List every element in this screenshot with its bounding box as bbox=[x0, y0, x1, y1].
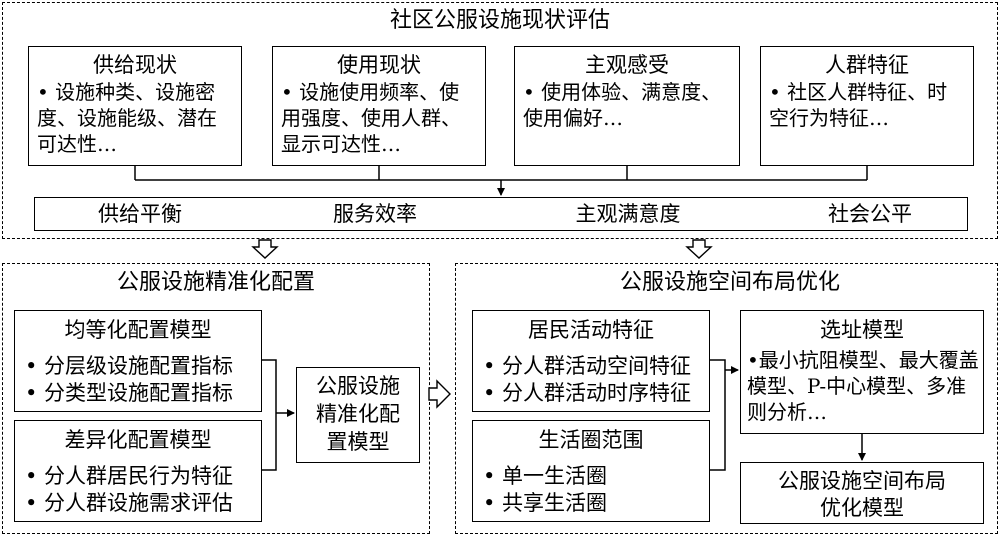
card-usage: 使用现状 • 设施使用频率、使用强度、使用人群、显示可达性… bbox=[272, 46, 486, 166]
card-population-title: 人群特征 bbox=[825, 53, 909, 77]
card-perception-body: • 使用体验、满意度、使用偏好… bbox=[523, 80, 722, 130]
left-merge-connector bbox=[262, 359, 295, 471]
layout-model-line-2: 优化模型 bbox=[820, 496, 904, 520]
diff-model-item-1: • 分人群居民行为特征 bbox=[25, 464, 234, 488]
diff-model-title: 差异化配置模型 bbox=[64, 428, 212, 452]
card-population-body: • 社区人群特征、时空行为特征… bbox=[769, 80, 948, 130]
precise-model-line-3: 置模型 bbox=[326, 430, 390, 454]
outcome-social-equity: 社会公平 bbox=[828, 202, 912, 226]
right-merge-connector bbox=[710, 359, 866, 471]
card-population: 人群特征 • 社区人群特征、时空行为特征… bbox=[760, 46, 974, 166]
card-supply-body: • 设施种类、设施密度、设施能级、潜在可达性… bbox=[37, 80, 217, 156]
current-assessment-title: 社区公服设施现状评估 bbox=[389, 8, 610, 33]
equal-model-title: 均等化配置模型 bbox=[64, 318, 212, 342]
site-model-box: 选址模型 •最小抗阻模型、最大覆盖模型、P-中心模型、多准则分析… bbox=[740, 310, 984, 434]
living-circle-item-1: • 单一生活圈 bbox=[483, 464, 608, 488]
activity-title: 居民活动特征 bbox=[528, 318, 654, 342]
current-assessment-panel bbox=[2, 2, 998, 239]
diff-model-item-2: • 分人群设施需求评估 bbox=[25, 491, 234, 515]
outcome-supply-balance: 供给平衡 bbox=[98, 202, 182, 226]
card-supply: 供给现状 • 设施种类、设施密度、设施能级、潜在可达性… bbox=[28, 46, 242, 166]
equal-model-box: 均等化配置模型 • 分层级设施配置指标 • 分类型设施配置指标 bbox=[14, 310, 262, 412]
card-perception-title: 主观感受 bbox=[585, 53, 669, 77]
down-arrow-left-icon bbox=[251, 239, 279, 259]
living-circle-title: 生活圈范围 bbox=[538, 428, 644, 452]
card-usage-title: 使用现状 bbox=[337, 53, 421, 77]
layout-optimization-panel bbox=[455, 263, 998, 534]
card-usage-body: • 设施使用频率、使用强度、使用人群、显示可达性… bbox=[281, 80, 461, 156]
outcome-bar bbox=[34, 197, 968, 231]
top-merge-connector bbox=[134, 166, 868, 196]
outcome-satisfaction: 主观满意度 bbox=[575, 202, 681, 226]
layout-optimization-title: 公服设施空间布局优化 bbox=[619, 270, 840, 295]
equal-model-item-1: • 分层级设施配置指标 bbox=[25, 354, 234, 378]
precise-allocation-title: 公服设施精准化配置 bbox=[116, 270, 315, 295]
living-circle-item-2: • 共享生活圈 bbox=[483, 491, 608, 515]
equal-model-item-2: • 分类型设施配置指标 bbox=[25, 381, 234, 405]
activity-item-2: • 分人群活动时序特征 bbox=[483, 381, 692, 405]
layout-model-box: 公服设施空间布局 优化模型 bbox=[740, 462, 984, 524]
right-arrow-icon bbox=[428, 379, 451, 409]
precise-model-line-2: 精准化配 bbox=[316, 402, 400, 426]
activity-box: 居民活动特征 • 分人群活动空间特征 • 分人群活动时序特征 bbox=[472, 310, 710, 412]
outcome-service-efficiency: 服务效率 bbox=[333, 202, 417, 226]
card-supply-title: 供给现状 bbox=[93, 53, 177, 77]
diff-model-box: 差异化配置模型 • 分人群居民行为特征 • 分人群设施需求评估 bbox=[14, 420, 262, 522]
living-circle-box: 生活圈范围 • 单一生活圈 • 共享生活圈 bbox=[472, 420, 710, 522]
down-arrow-right-icon bbox=[685, 239, 713, 259]
precise-model-box: 公服设施 精准化配 置模型 bbox=[296, 367, 420, 463]
layout-model-line-1: 公服设施空间布局 bbox=[778, 469, 946, 493]
precise-model-line-1: 公服设施 bbox=[316, 374, 400, 398]
site-model-title: 选址模型 bbox=[820, 318, 904, 342]
activity-item-1: • 分人群活动空间特征 bbox=[483, 354, 692, 378]
card-perception: 主观感受 • 使用体验、满意度、使用偏好… bbox=[514, 46, 740, 166]
site-model-body: •最小抗阻模型、最大覆盖模型、P-中心模型、多准则分析… bbox=[747, 348, 979, 424]
